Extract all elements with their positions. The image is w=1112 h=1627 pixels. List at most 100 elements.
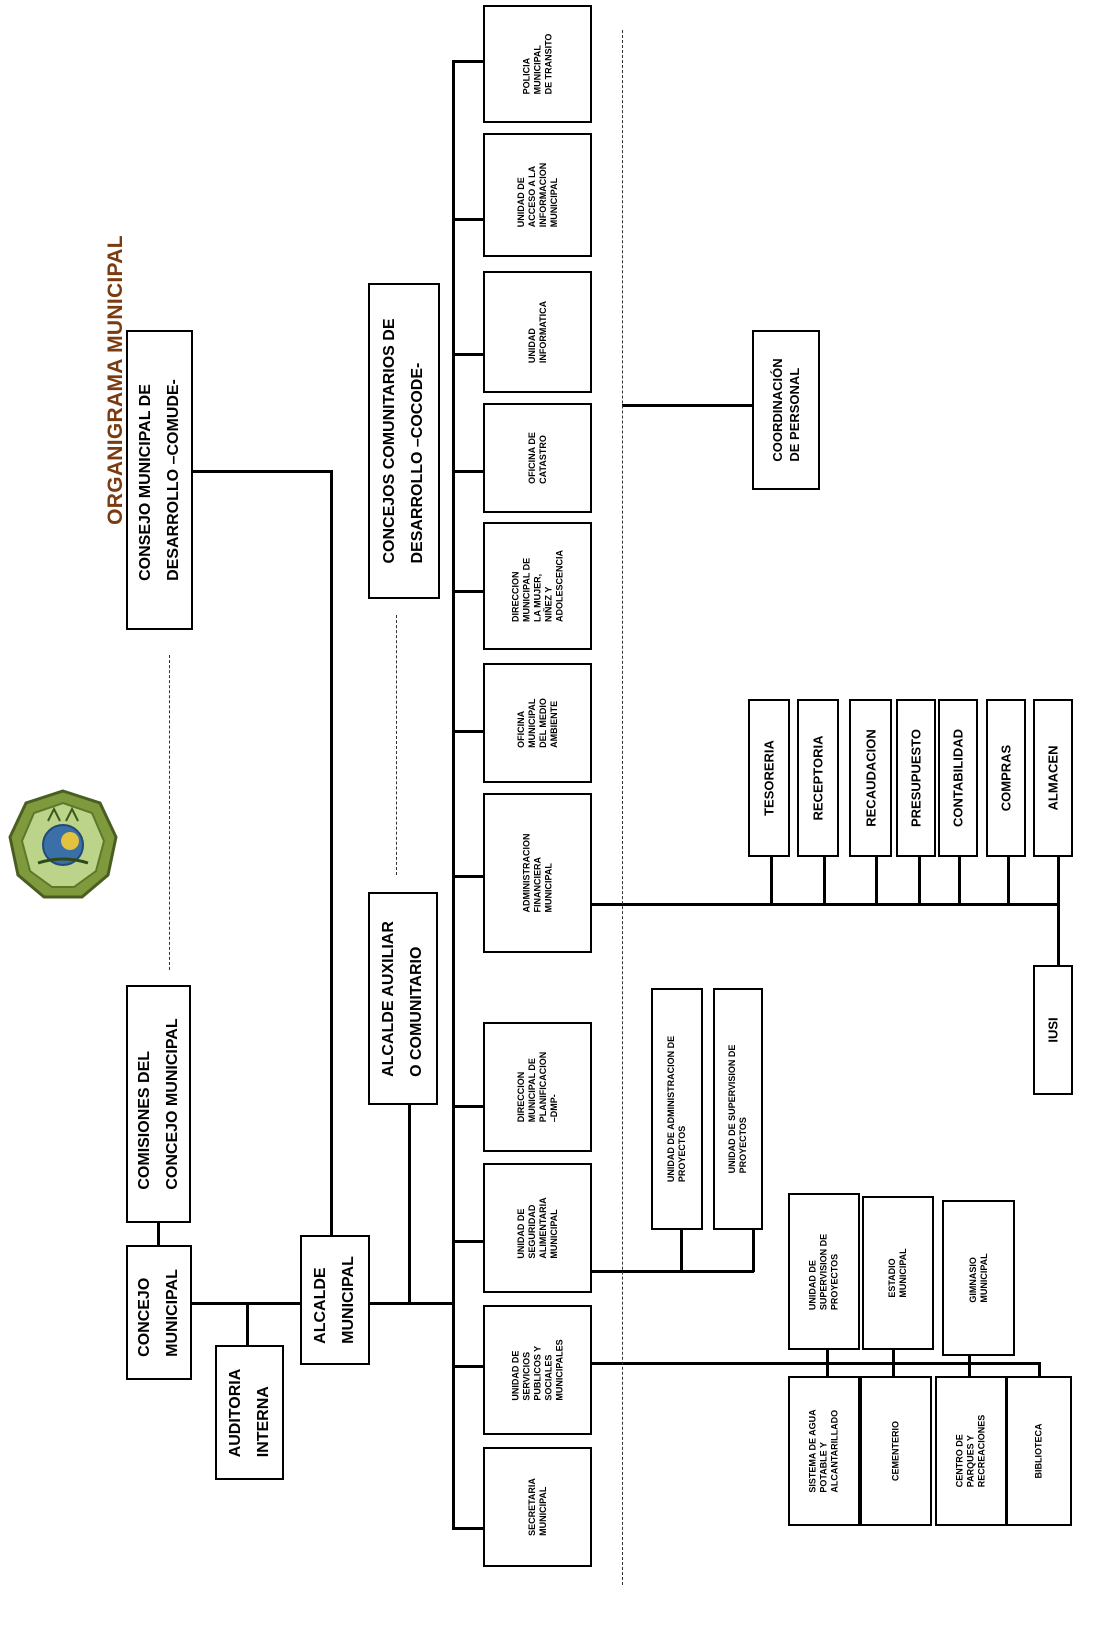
connector [452,1527,484,1530]
consejo-comude-label: CONSEJO MUNICIPAL DE DESARROLLO –COMUDE- [136,379,182,581]
auditoria-box: AUDITORIA INTERNA [215,1345,284,1480]
seguridad-alimentaria-box: UNIDAD DE SEGURIDAD ALIMENTARIA MUNICIPA… [483,1163,592,1293]
connector [680,1230,683,1272]
contabilidad-box: CONTABILIDAD [938,699,978,857]
concejo-box: CONCEJO MUNICIPAL [126,1245,192,1380]
connector [770,857,773,905]
acceso-info-box: UNIDAD DE ACCESO A LA INFORMACION MUNICI… [483,133,592,257]
connector [452,60,484,63]
connector [408,1102,411,1304]
alcalde-auxiliar-box: ALCALDE AUXILIAR O COMUNITARIO [368,892,438,1105]
acceso-info-label: UNIDAD DE ACCESO A LA INFORMACION MUNICI… [515,162,559,228]
presupuesto-box: PRESUPUESTO [896,699,936,857]
auditoria-label: AUDITORIA INTERNA [226,1368,272,1457]
estadio-box: ESTADIO MUNICIPAL [862,1196,934,1350]
connector [1038,1362,1041,1378]
connector [452,875,484,878]
medio-ambiente-label: OFICINA MUNICIPAL DEL MEDIO AMBIENTE [515,698,559,748]
recaudacion-label: RECAUDACION [863,729,878,827]
coordinacion-personal-label: COORDINACIÓN DE PERSONAL [770,358,802,462]
connector [590,1270,754,1273]
connector [157,1222,160,1247]
gimnasio-box: GIMNASIO MUNICIPAL [942,1200,1015,1356]
gimnasio-label: GIMNASIO MUNICIPAL [967,1253,989,1303]
dashed-connector [169,655,170,970]
comisiones-label: COMISIONES DEL CONCEJO MUNICIPAL [135,1018,181,1190]
servicios-publicos-box: UNIDAD DE SERVICIOS PUBLICOS Y SOCIALES … [483,1305,592,1435]
catastro-label: OFICINA DE CATASTRO [526,432,548,484]
connector [918,857,921,905]
recaudacion-box: RECAUDACION [849,699,892,857]
cementerio-label: CEMENTERIO [890,1420,901,1482]
presupuesto-label: PRESUPUESTO [908,728,924,828]
connector [590,1362,1040,1365]
dmp-label: DIRECCION MUNICIPAL DE PLANIFICACION –DM… [515,1051,559,1123]
chart-title: ORGANIGRAMA MUNICIPAL [104,235,127,525]
unidad-superv-proyectos-dmp-label: UNIDAD DE SUPERVISION DE PROYECTOS [727,1044,748,1174]
dir-mujer-box: DIRECCION MUNICIPAL DE LA MUJER, NIÑEZ Y… [483,522,592,650]
unidad-admin-proyectos-label: UNIDAD DE ADMINISTRACION DE PROYECTOS [666,1035,687,1183]
dir-mujer-label: DIRECCION MUNICIPAL DE LA MUJER, NIÑEZ Y… [510,549,564,623]
estadio-label: ESTADIO MUNICIPAL [887,1248,908,1298]
contabilidad-label: CONTABILIDAD [950,729,966,827]
cementerio-box: CEMENTERIO [860,1376,932,1526]
agua-potable-label: SISTEMA DE AGUA POTABLE Y ALCANTARILLADO [807,1409,840,1493]
agua-potable-box: SISTEMA DE AGUA POTABLE Y ALCANTARILLADO [788,1376,860,1526]
servicios-publicos-label: UNIDAD DE SERVICIOS PUBLICOS Y SOCIALES … [510,1339,564,1401]
parques-box: CENTRO DE PARQUES Y RECREACIONES [935,1376,1007,1526]
connector [892,1350,895,1378]
concejo-label: CONCEJO MUNICIPAL [136,1268,181,1357]
biblioteca-label: BIBLIOTECA [1033,1423,1044,1479]
connector [1007,857,1010,905]
connector [823,857,826,905]
afm-box: ADMINISTRACION FINANCIERA MUNICIPAL [483,793,592,953]
connector [875,857,878,905]
connector [452,353,484,356]
consejo-comude-box: CONSEJO MUNICIPAL DE DESARROLLO –COMUDE- [126,330,193,630]
connector [452,1240,484,1243]
catastro-box: OFICINA DE CATASTRO [483,403,592,513]
policia-label: POLICIA MUNICIPAL DE TRANSITO [521,33,553,95]
alcalde-label: ALCALDE MUNICIPAL [312,1256,357,1344]
receptoria-label: RECEPTORIA [810,735,826,821]
tesoreria-label: TESORERIA [761,740,777,816]
connector [452,470,484,473]
connector [968,1356,971,1378]
connector [622,404,754,407]
connector [452,1365,484,1368]
connector [190,470,332,473]
alcalde-auxiliar-label: ALCALDE AUXILIAR O COMUNITARIO [380,920,425,1077]
iusi-label: IUSI [1045,1017,1061,1043]
iusi-box: IUSI [1033,965,1073,1095]
informatica-box: UNIDAD INFORMATICA [483,271,592,393]
dmp-box: DIRECCION MUNICIPAL DE PLANIFICACION –DM… [483,1022,592,1152]
connector [958,857,961,905]
unidad-superv-proyectos-sp-label: UNIDAD DE SUPERVISION DE PROYECTOS [807,1233,840,1310]
municipal-seal-logo [8,789,118,899]
parques-label: CENTRO DE PARQUES Y RECREACIONES [954,1414,987,1488]
connector [452,60,455,1530]
cocode-label: CONCEJOS COMUNITARIOS DE DESARROLLO –COC… [381,318,426,564]
compras-label: COMPRAS [998,744,1014,812]
connector [452,730,484,733]
almacen-label: ALMACEN [1045,745,1061,811]
compras-box: COMPRAS [986,699,1026,857]
unidad-admin-proyectos-box: UNIDAD DE ADMINISTRACION DE PROYECTOS [651,988,703,1230]
seguridad-alimentaria-label: UNIDAD DE SEGURIDAD ALIMENTARIA MUNICIPA… [515,1197,559,1259]
connector [246,1302,249,1348]
dashed-connector [622,30,623,1585]
connector [752,1230,755,1272]
alcalde-box: ALCALDE MUNICIPAL [300,1235,370,1365]
connector [452,590,484,593]
policia-box: POLICIA MUNICIPAL DE TRANSITO [483,5,592,123]
connector [369,1302,454,1305]
connector [1057,857,1060,967]
connector [826,1350,829,1378]
connector [452,218,484,221]
informatica-label: UNIDAD INFORMATICA [526,300,548,364]
unidad-superv-proyectos-sp-box: UNIDAD DE SUPERVISION DE PROYECTOS [788,1193,860,1350]
medio-ambiente-box: OFICINA MUNICIPAL DEL MEDIO AMBIENTE [483,663,592,783]
connector [452,1105,484,1108]
cocode-box: CONCEJOS COMUNITARIOS DE DESARROLLO –COC… [368,283,440,599]
